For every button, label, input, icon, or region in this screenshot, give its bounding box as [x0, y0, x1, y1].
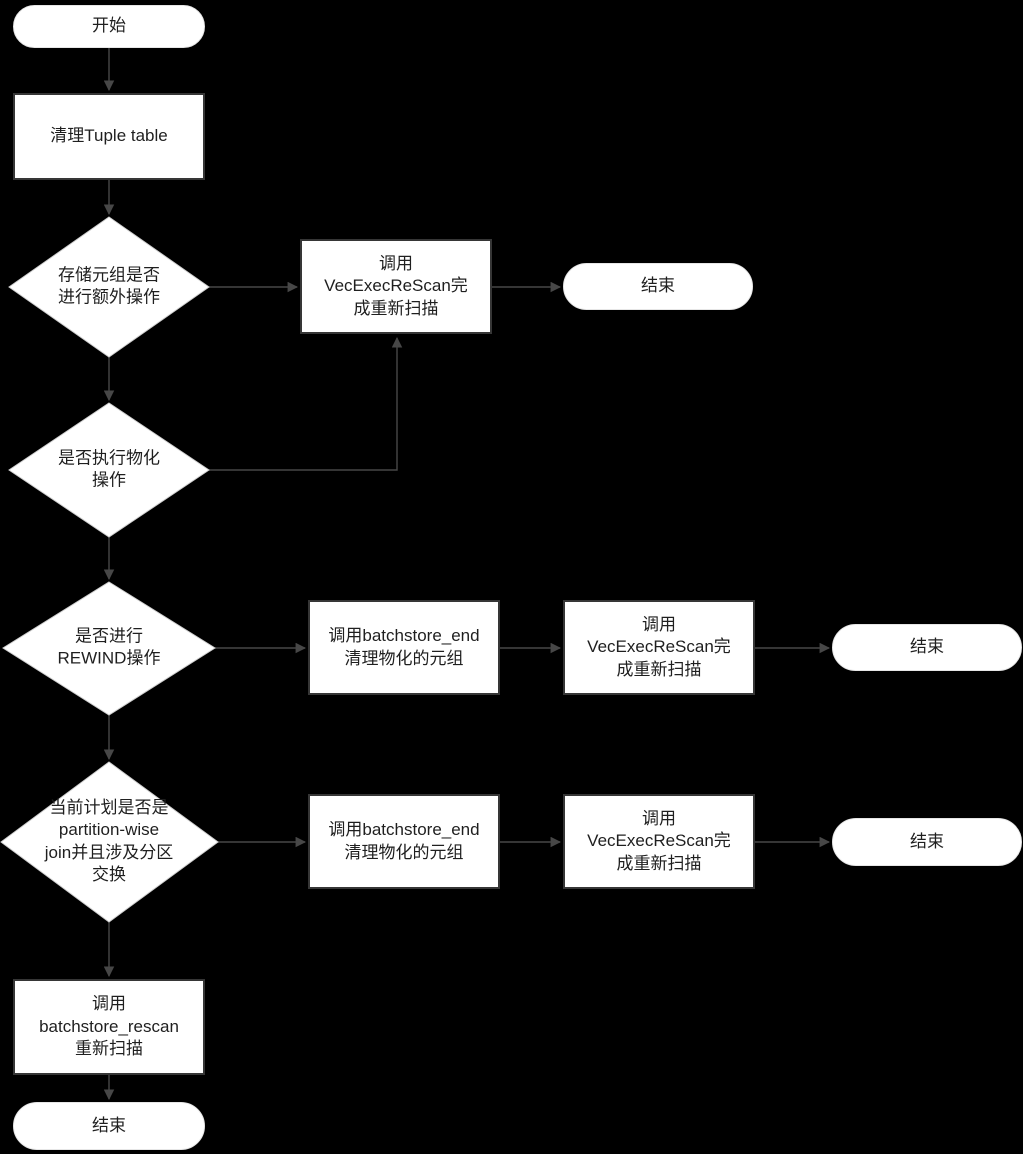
- vec-rescan-1-process: 调用 VecExecReScan完 成重新扫描: [300, 239, 492, 334]
- decision-rewind-label: 是否进行 REWIND操作: [57, 626, 161, 668]
- decision-materialize-shape: [8, 402, 210, 538]
- vec-rescan-1-label: 调用 VecExecReScan完 成重新扫描: [324, 253, 468, 318]
- batchstore-rescan-process: 调用 batchstore_rescan 重新扫描: [13, 979, 205, 1075]
- end-2-label: 结束: [910, 637, 944, 657]
- decision-extra-ops-label: 存储元组是否 进行额外操作: [58, 265, 160, 307]
- vec-rescan-3-label: 调用 VecExecReScan完 成重新扫描: [587, 808, 731, 873]
- vec-rescan-3-process: 调用 VecExecReScan完 成重新扫描: [563, 794, 755, 889]
- start-label: 开始: [92, 16, 126, 36]
- end-4-label: 结束: [92, 1115, 126, 1135]
- end-4-terminator: 结束: [13, 1102, 205, 1150]
- batchstore-end-2-process: 调用batchstore_end 清理物化的元组: [308, 794, 500, 889]
- decision-extra-ops-shape: [8, 216, 210, 358]
- batchstore-rescan-label: 调用 batchstore_rescan 重新扫描: [39, 994, 179, 1059]
- decision-partition-wise-label: 当前计划是否是 partition-wise join并且涉及分区 交换: [44, 798, 174, 885]
- decision-materialize-label: 是否执行物化 操作: [58, 448, 160, 490]
- end-1-label: 结束: [641, 276, 675, 296]
- batchstore-end-1-process: 调用batchstore_end 清理物化的元组: [308, 600, 500, 695]
- vec-rescan-2-process: 调用 VecExecReScan完 成重新扫描: [563, 600, 755, 695]
- clean-tuple-process: 清理Tuple table: [13, 93, 205, 180]
- batchstore-end-1-label: 调用batchstore_end 清理物化的元组: [328, 626, 480, 668]
- start-terminator: 开始: [13, 5, 205, 48]
- edge-d-materialize-to-vec-rescan-1: [209, 336, 403, 471]
- end-1-terminator: 结束: [563, 263, 753, 310]
- end-2-terminator: 结束: [832, 624, 1022, 671]
- end-3-terminator: 结束: [832, 818, 1022, 866]
- vec-rescan-2-label: 调用 VecExecReScan完 成重新扫描: [587, 614, 731, 679]
- decision-rewind-shape: [2, 581, 216, 716]
- decision-partition-wise-shape: [0, 761, 219, 923]
- end-3-label: 结束: [910, 831, 944, 851]
- batchstore-end-2-label: 调用batchstore_end 清理物化的元组: [328, 820, 480, 862]
- clean-tuple-label: 清理Tuple table: [50, 126, 168, 146]
